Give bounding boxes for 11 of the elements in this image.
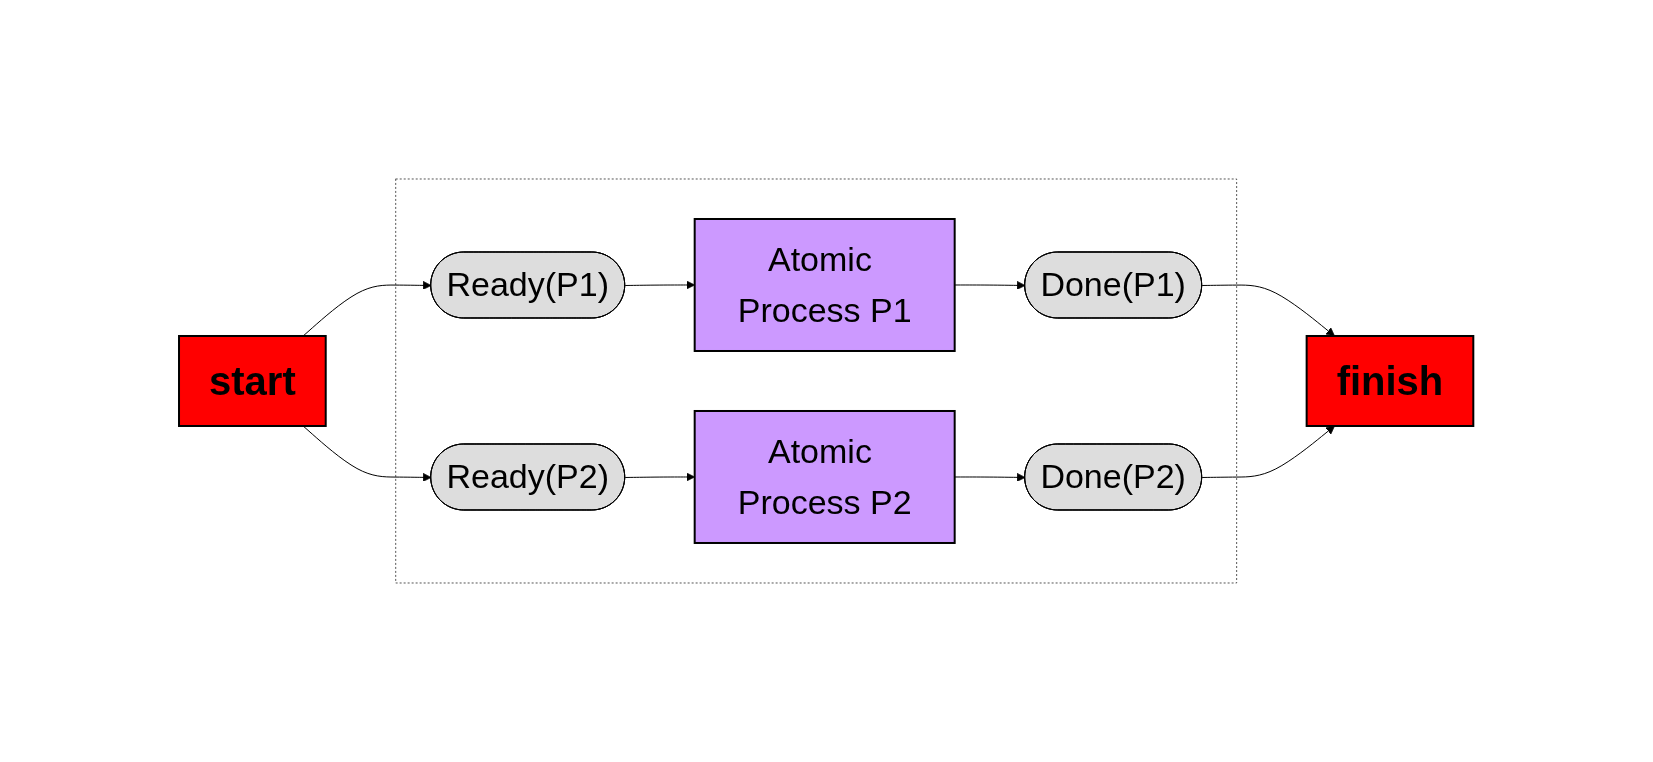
node-box: Atomic Process P2 xyxy=(694,410,956,544)
arrow xyxy=(625,472,696,482)
arrow xyxy=(303,281,432,337)
arrow xyxy=(625,280,696,290)
arrow xyxy=(303,425,432,482)
cluster xyxy=(395,178,1238,584)
node-box: Atomic Process P1 xyxy=(694,218,956,352)
arrow xyxy=(1202,425,1336,478)
arrow xyxy=(1202,284,1336,337)
node-box: finish xyxy=(1305,335,1475,427)
node-box: start xyxy=(178,335,328,427)
